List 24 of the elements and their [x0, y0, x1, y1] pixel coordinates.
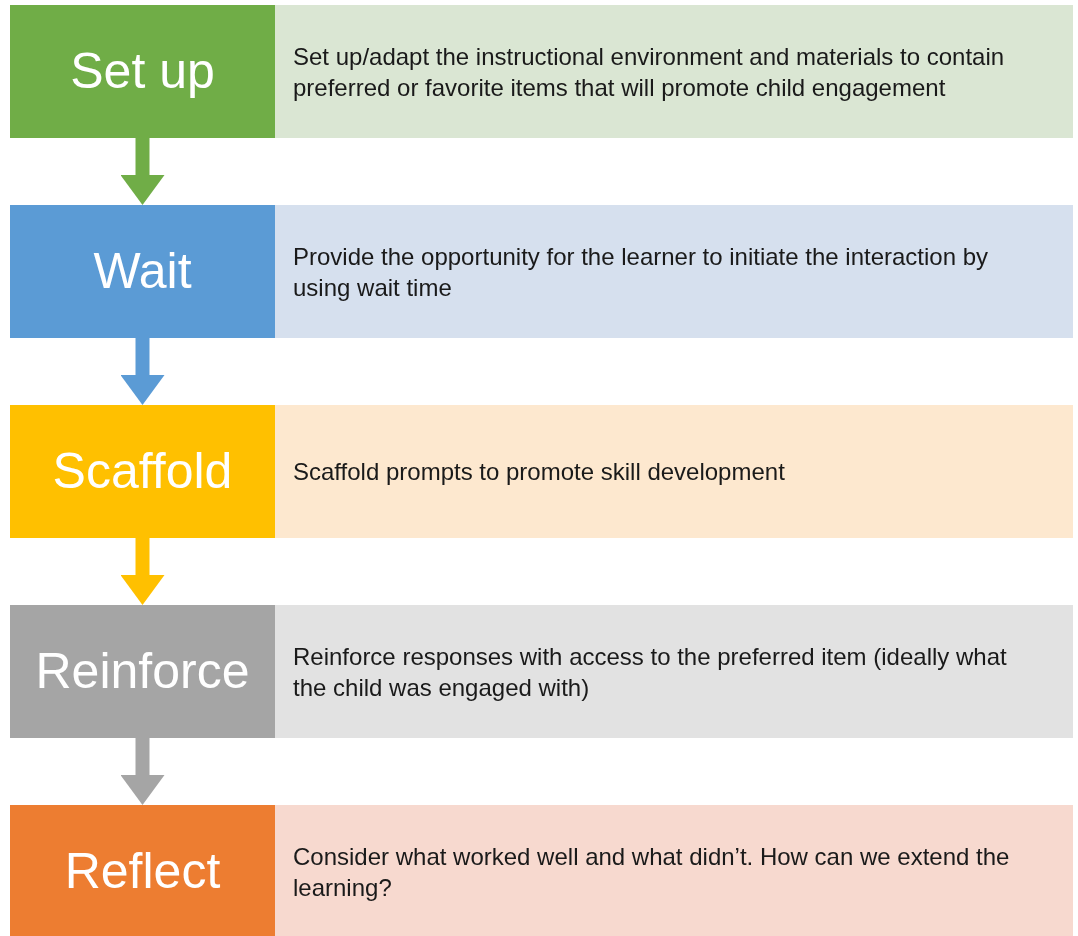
description-box	[275, 5, 1073, 138]
arrow	[120, 138, 165, 205]
step-box	[10, 205, 275, 338]
step-description: Set up/adapt the instructional environment and materials to contain preferred or favorite items that will promote child engagement	[293, 41, 1006, 103]
description-box	[275, 205, 1073, 338]
description-box	[275, 605, 1073, 738]
step-description: Reinforce responses with access to the preferred item (ideally what the child was engaged with)	[293, 641, 1008, 703]
step-description: Scaffold prompts to promote skill development	[293, 457, 785, 487]
step-title: Set up	[70, 42, 215, 102]
step-description: Provide the opportunity for the learner to initiate the interaction by using wait time	[293, 241, 990, 303]
arrow	[120, 338, 165, 405]
step-box	[10, 605, 275, 738]
step-description: Consider what worked well and what didn’t. How can we extend the learning?	[293, 841, 1011, 903]
step-box	[10, 5, 275, 138]
description-box	[275, 405, 1073, 538]
arrow	[120, 738, 165, 805]
step-title: Reflect	[64, 842, 221, 902]
arrow	[120, 538, 165, 605]
step-box	[10, 805, 275, 936]
step-title: Reinforce	[35, 642, 250, 702]
step-box	[10, 405, 275, 538]
step-title: Scaffold	[52, 442, 233, 502]
description-box	[275, 805, 1073, 936]
step-title: Wait	[93, 242, 192, 302]
